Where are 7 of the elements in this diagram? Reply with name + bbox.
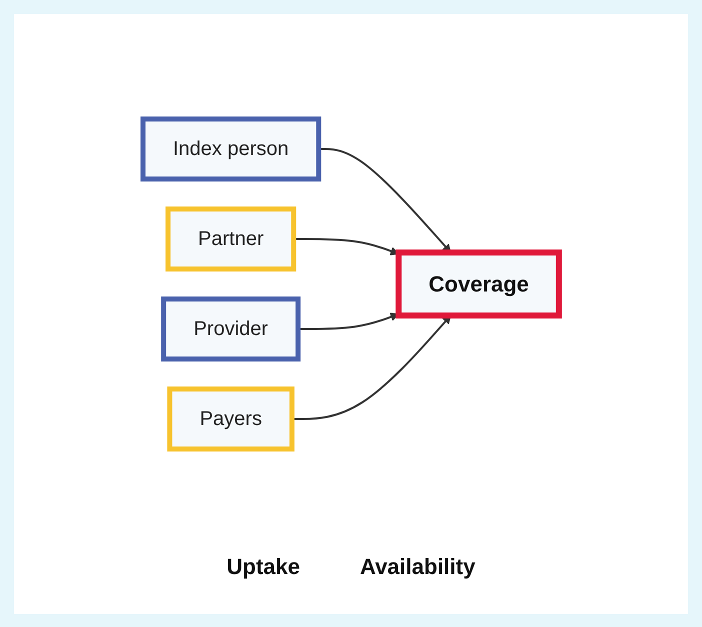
group-label: Uptake — [226, 554, 300, 580]
node-box: Payers — [167, 386, 294, 452]
node-box: Coverage — [396, 250, 562, 318]
node-box: Index person — [140, 116, 322, 182]
group-label: Availability — [360, 554, 476, 580]
node-box: Provider — [161, 296, 301, 362]
node-box: Partner — [166, 206, 296, 272]
